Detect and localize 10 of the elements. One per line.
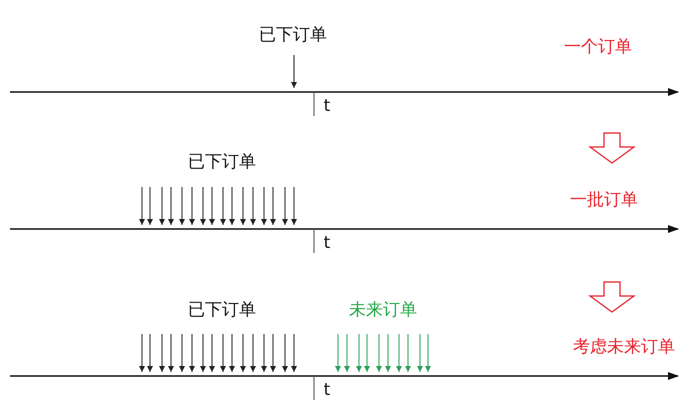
text-label: 已下订单 bbox=[188, 152, 256, 172]
text-label: 未来订单 bbox=[349, 300, 417, 320]
text-label: 已下订单 bbox=[259, 25, 327, 45]
text-label: 已下订单 bbox=[188, 300, 256, 320]
axis-label: t bbox=[324, 96, 330, 116]
axis-label: t bbox=[324, 233, 330, 253]
axis-label: t bbox=[324, 380, 330, 400]
text-label: 一批订单 bbox=[570, 190, 638, 210]
text-label: 考虑未来订单 bbox=[573, 337, 675, 357]
text-label: 一个订单 bbox=[564, 37, 632, 57]
